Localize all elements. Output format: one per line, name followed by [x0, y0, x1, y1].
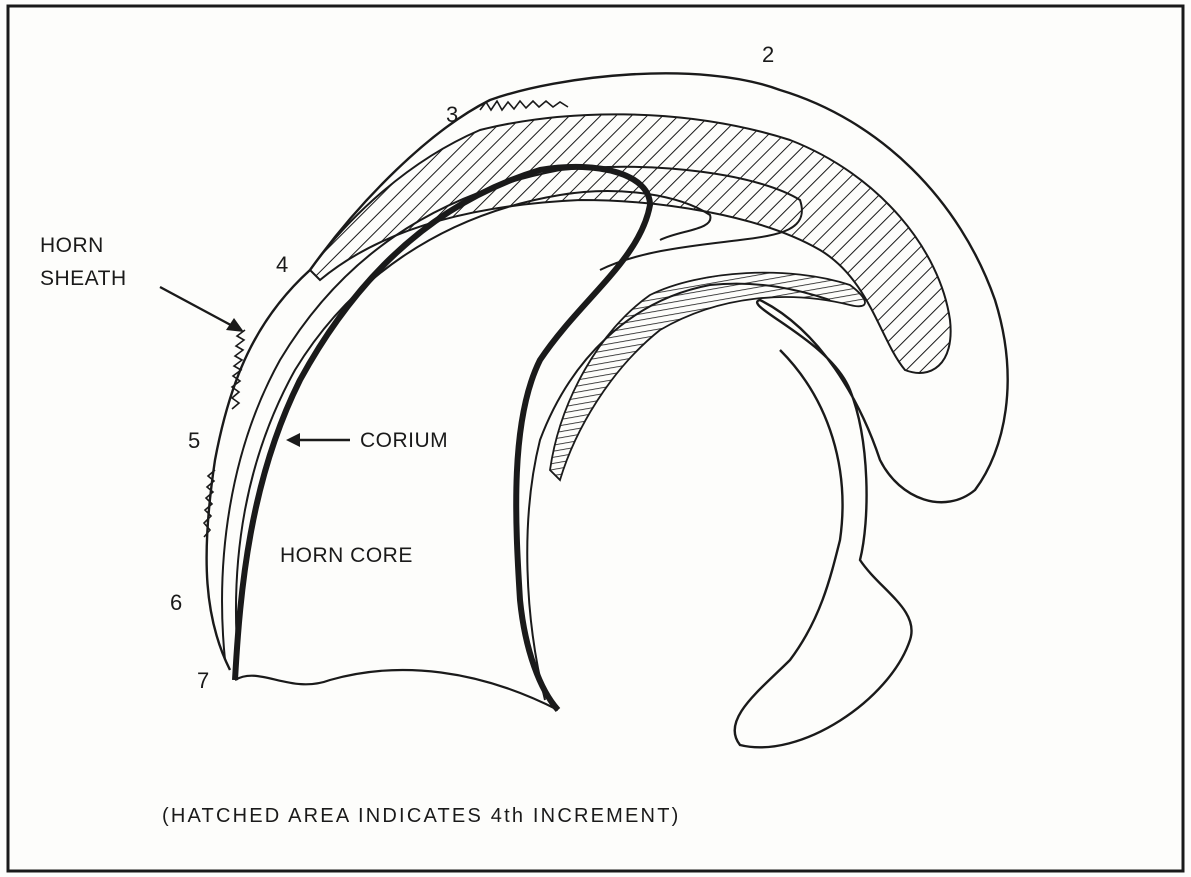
increment-number-6: 6	[170, 590, 182, 615]
horn-core-base	[235, 670, 558, 710]
corium-label: CORIUM	[360, 429, 448, 452]
concave-edge-line	[527, 284, 830, 700]
increment-number-3: 3	[446, 102, 458, 127]
horn-core-label: HORN CORE	[280, 544, 413, 567]
horn-sheath-label-line1: HORN	[40, 234, 104, 257]
fourth-increment-hatched-area-lower	[550, 273, 865, 480]
sheath-layer-line	[222, 167, 802, 660]
corium-arrowhead	[286, 433, 300, 447]
horn-sheath-label-line2: SHEATH	[40, 267, 127, 290]
increment-number-4: 4	[276, 252, 288, 277]
horn-sheath-arrow	[160, 287, 240, 330]
increment-number-7: 7	[197, 668, 209, 693]
increment-number-5: 5	[188, 428, 200, 453]
sheath-layer-line-2	[236, 191, 711, 660]
figure-caption: (HATCHED AREA INDICATES 4th INCREMENT)	[162, 805, 680, 827]
increment-number-2: 2	[762, 42, 774, 67]
